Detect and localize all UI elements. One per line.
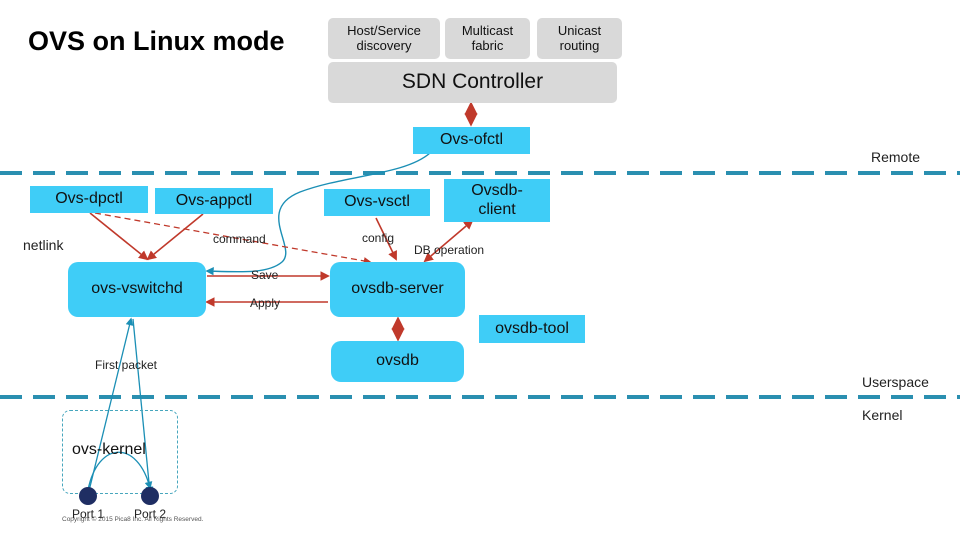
apply-label: Apply (250, 296, 281, 310)
ovsdb-client-server-arrow (423, 219, 474, 263)
app-unicast-routing: Unicast routing (537, 18, 622, 59)
ovs-vswitchd-box: ovs-vswitchd (68, 262, 206, 317)
save-label: Save (251, 268, 279, 282)
ovsdb-tool-box: ovsdb-tool (479, 315, 585, 343)
userspace-layer-label: Userspace (862, 374, 929, 390)
ovs-dpctl-box: Ovs-dpctl (30, 186, 148, 213)
ovsdb-client-box: Ovsdb-client (444, 179, 550, 222)
ovs-kernel-container (62, 410, 178, 494)
kernel-layer-label: Kernel (862, 407, 903, 423)
first-packet-label: First packet (95, 358, 158, 372)
dpctl-to-ovsdb-server-dashed-arrow (94, 212, 372, 265)
vsctl-to-ovsdb-server-arrow (375, 217, 397, 261)
ofctl-to-vswitchd-line (205, 152, 431, 276)
kernel-fastpath-curve (87, 451, 153, 491)
app-multicast-fabric: Multicast fabric (445, 18, 530, 59)
ovs-appctl-box: Ovs-appctl (155, 188, 273, 214)
netlink-label: netlink (23, 237, 64, 253)
port-1-label: Port 1 (72, 507, 105, 521)
dpctl-to-vswitchd-arrow (89, 212, 149, 261)
ovsdb-server-box: ovsdb-server (330, 262, 465, 317)
app-host-service-discovery: Host/Service discovery (328, 18, 440, 59)
copyright-notice: Copyright © 2015 Pica8 Inc. All Rights R… (62, 516, 204, 523)
config-label: config (362, 231, 395, 245)
command-label: command (213, 232, 266, 246)
port-2-label: Port 2 (134, 507, 167, 521)
ovs-kernel-label: ovs-kernel (72, 441, 146, 458)
appctl-to-vswitchd-arrow (146, 213, 204, 261)
page-title: OVS on Linux mode (28, 26, 285, 56)
ovsdb-box: ovsdb (331, 341, 464, 382)
port-2-icon (141, 487, 159, 505)
port-1-icon (79, 487, 97, 505)
remote-layer-label: Remote (871, 149, 921, 165)
ovs-ofctl-box: Ovs-ofctl (413, 127, 530, 154)
first-packet-up-line (87, 317, 134, 496)
sdn-controller: SDN Controller (328, 62, 617, 103)
db-operation-label: DB operation (414, 243, 485, 257)
first-packet-down-line (132, 318, 154, 495)
ovs-vsctl-box: Ovs-vsctl (324, 189, 430, 216)
